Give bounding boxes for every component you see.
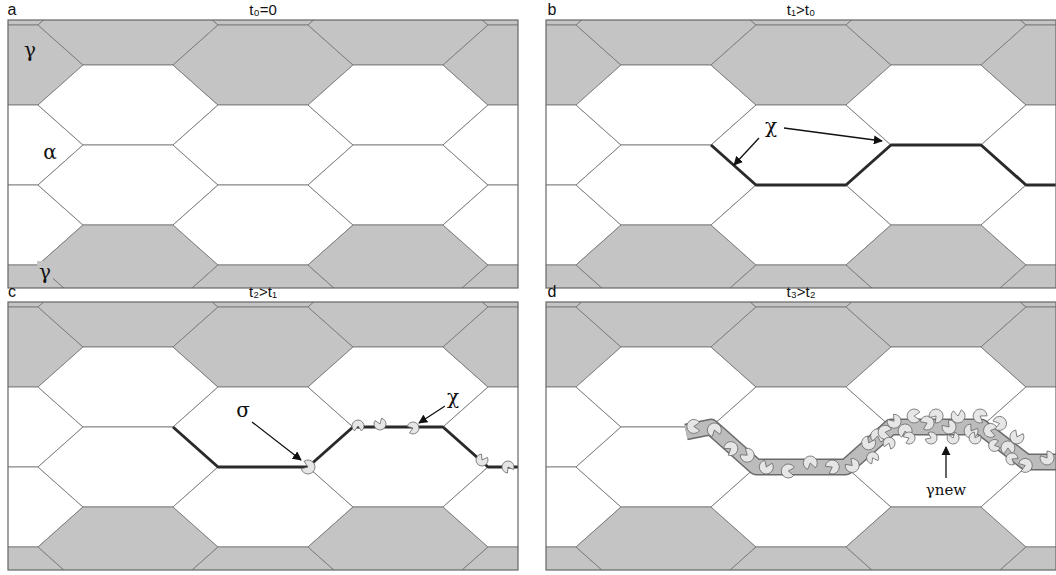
- grain-cell: [981, 25, 1056, 105]
- time-title: t₁>t₀: [785, 2, 817, 19]
- leader-arrow: [419, 406, 445, 423]
- nucleus-symbol: [1006, 453, 1018, 465]
- time-title: t₀=0: [247, 2, 279, 19]
- panel-letter: b: [546, 1, 559, 19]
- time-title: t₃>t₂: [784, 284, 817, 301]
- leader-arrow: [945, 447, 946, 478]
- panel-frame: [8, 302, 518, 570]
- nucleus-symbol: [989, 439, 1001, 451]
- nucleus-symbol: [845, 458, 859, 472]
- phase-label: α: [41, 141, 59, 163]
- nucleus-symbol: [907, 409, 920, 423]
- grain-cell: [443, 302, 518, 307]
- nucleus-symbol: [502, 461, 514, 473]
- panel-frame: [546, 20, 1056, 288]
- grain-cell: [981, 20, 1056, 25]
- nucleus-symbol: [929, 409, 943, 423]
- nucleus-symbol: [740, 448, 754, 462]
- nucleus-symbol: [920, 416, 934, 430]
- nucleus-symbol: [867, 452, 879, 464]
- grain-cell: [981, 105, 1056, 185]
- nucleus-symbol: [984, 423, 998, 437]
- nucleus-symbol: [825, 460, 839, 474]
- grain-cell: [981, 547, 1056, 570]
- leader-arrow: [252, 422, 301, 460]
- panel-frame: [546, 302, 1056, 570]
- new-phase-band: [686, 427, 1056, 467]
- phase-label: χ: [445, 386, 461, 408]
- grain-cell: [981, 467, 1056, 547]
- precipitate-line: [173, 427, 518, 467]
- grain-cell: [981, 265, 1056, 288]
- grain-cell: [981, 307, 1056, 387]
- leader-arrow: [784, 128, 882, 141]
- grain-cell: [443, 547, 518, 570]
- nucleus-symbol: [947, 432, 959, 444]
- grain-cell: [981, 302, 1056, 307]
- panel-letter: c: [6, 283, 18, 301]
- nucleus-symbol: [1040, 451, 1054, 465]
- nucleus-symbol: [883, 437, 895, 449]
- leader-arrow: [734, 138, 759, 165]
- nucleus-symbol: [1010, 430, 1024, 444]
- nucleus-symbol: [759, 460, 773, 474]
- panel-letter: d: [546, 283, 559, 301]
- grain-cell: [443, 265, 518, 288]
- nucleus-symbol: [951, 410, 965, 423]
- nucleus-symbol: [352, 420, 364, 431]
- grain-cell: [443, 467, 518, 547]
- nucleus-symbol: [407, 422, 419, 434]
- precipitate-line: [711, 145, 1056, 185]
- nucleus-symbol: [993, 416, 1007, 430]
- nucleus-symbol: [707, 423, 721, 437]
- grain-cell: [443, 185, 518, 265]
- phase-label: σ: [234, 399, 252, 421]
- panel-frame: [8, 20, 518, 288]
- grain-cell: [443, 25, 518, 105]
- grain-cell: [981, 185, 1056, 265]
- grain-cell: [443, 387, 518, 467]
- panel: [0, 187, 758, 575]
- nucleus-symbol: [374, 418, 386, 430]
- nucleus-symbol: [887, 414, 901, 428]
- nucleus-symbol: [1019, 458, 1033, 472]
- grain-cell: [443, 307, 518, 387]
- nucleus-symbol: [803, 456, 817, 469]
- nucleus-symbol: [969, 432, 981, 444]
- nucleus-symbol: [925, 432, 937, 444]
- grain-cell: [443, 105, 518, 185]
- grain-cell: [443, 20, 518, 25]
- panel: [306, 187, 1056, 575]
- nucleus-symbol: [476, 454, 488, 466]
- nucleus-symbol: [973, 409, 987, 423]
- phase-label: χ: [763, 115, 779, 137]
- nucleus-symbol: [903, 432, 915, 444]
- nucleus-symbol: [724, 442, 738, 456]
- nucleus-symbol: [687, 419, 700, 433]
- nucleus-symbol: [301, 460, 315, 474]
- time-title: t₂>t₁: [247, 284, 279, 301]
- phase-label: γ: [22, 39, 38, 61]
- phase-label: γ: [37, 261, 53, 283]
- nucleus-symbol: [781, 464, 794, 478]
- phase-label: γnew: [924, 482, 968, 499]
- panel-letter: a: [6, 1, 19, 19]
